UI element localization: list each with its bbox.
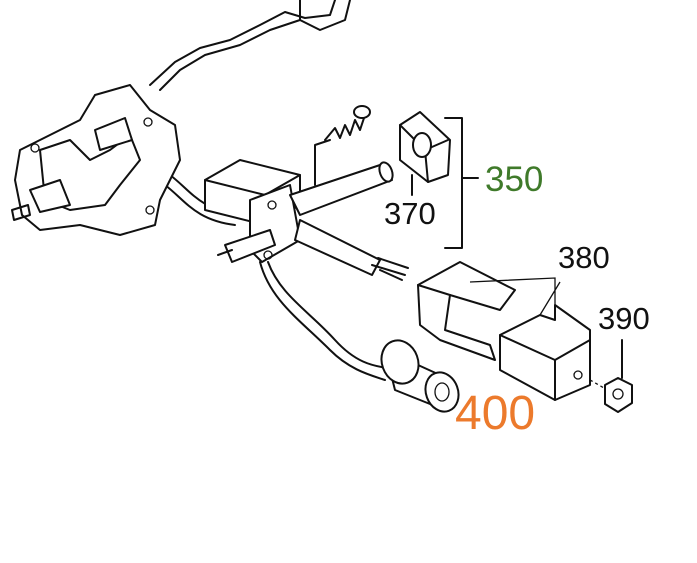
spring: [324, 105, 371, 141]
part-label-370: 370: [384, 196, 436, 231]
grommet-370: [399, 111, 451, 196]
valve-body: [204, 139, 409, 281]
part-label-380: 380: [558, 240, 610, 275]
bracket-350: [444, 117, 479, 249]
mounting-plate: [11, 84, 181, 236]
bracket-380: [417, 261, 591, 401]
nut-390: [589, 339, 633, 413]
part-label-350: 350: [485, 160, 544, 199]
part-label-400: 400: [455, 387, 536, 440]
thermocouple-400: [259, 261, 460, 413]
part-label-390: 390: [598, 301, 650, 336]
